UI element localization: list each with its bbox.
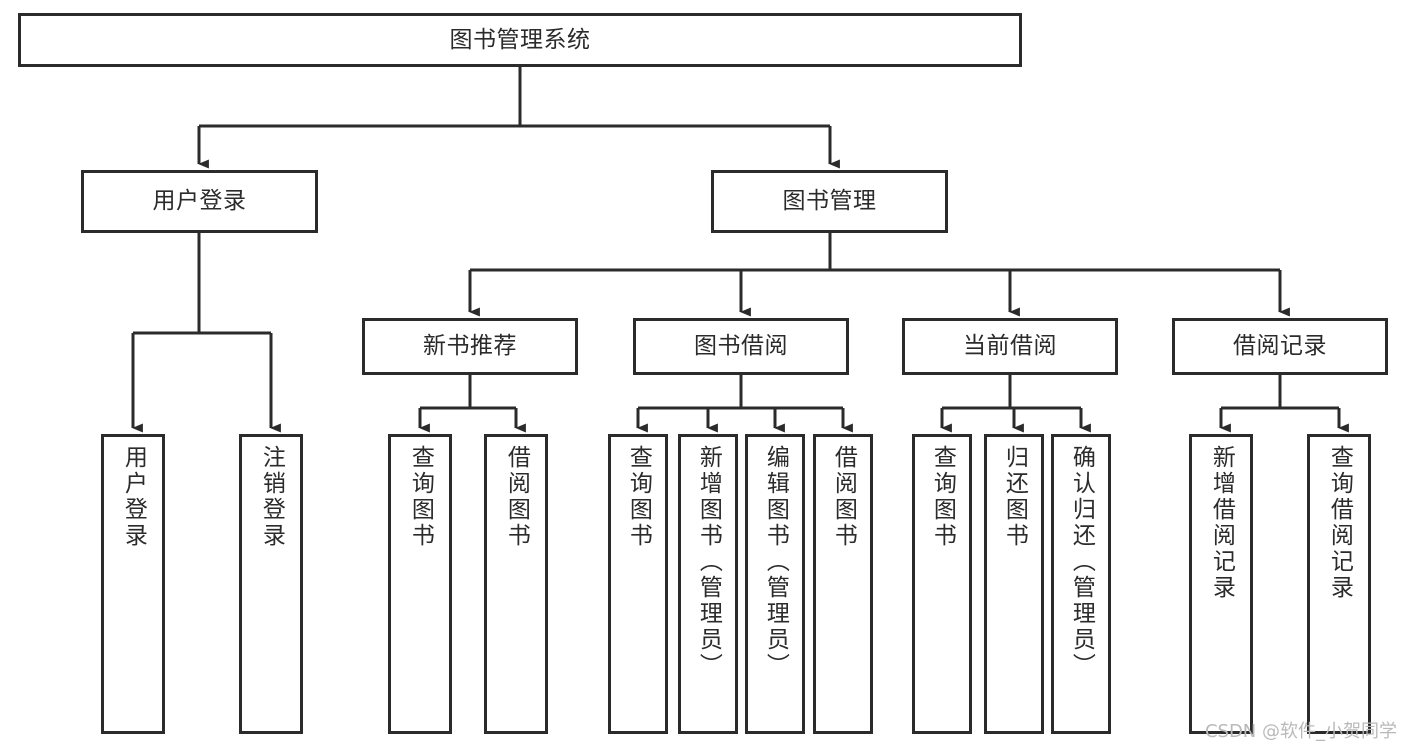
node-leaf-query-book-3[interactable]: 查询图书: [912, 434, 972, 734]
node-leaf-user-login[interactable]: 用户登录: [101, 434, 165, 734]
node-leaf-logout-login[interactable]: 注销登录: [239, 434, 303, 734]
node-borrow-record[interactable]: 借阅记录: [1172, 318, 1388, 375]
node-leaf-return-book-label: 归还图书: [1001, 445, 1028, 549]
node-leaf-query-book-2-label: 查询图书: [625, 445, 652, 549]
node-book-manage[interactable]: 图书管理: [711, 170, 948, 233]
node-leaf-query-record[interactable]: 查询借阅记录: [1307, 434, 1371, 734]
node-leaf-query-book-1-label: 查询图书: [407, 445, 434, 549]
node-leaf-confirm-return-label: 确认归还（管理员）: [1068, 445, 1095, 679]
node-root-label: 图书管理系统: [449, 26, 591, 53]
node-book-borrow-label: 图书借阅: [694, 333, 788, 360]
node-leaf-borrow-book-1-label: 借阅图书: [503, 445, 530, 549]
node-borrow-record-label: 借阅记录: [1233, 333, 1327, 360]
node-root[interactable]: 图书管理系统: [18, 13, 1022, 67]
watermark-text: CSDN @软件_小贺同学: [1204, 721, 1397, 742]
node-new-book-rec-label: 新书推荐: [423, 333, 517, 360]
node-user-login[interactable]: 用户登录: [81, 170, 318, 233]
node-leaf-return-book[interactable]: 归还图书: [984, 434, 1044, 734]
node-book-borrow[interactable]: 图书借阅: [633, 318, 849, 375]
node-leaf-query-record-label: 查询借阅记录: [1326, 445, 1353, 601]
node-leaf-edit-book[interactable]: 编辑图书（管理员）: [745, 434, 805, 734]
node-leaf-borrow-book-1[interactable]: 借阅图书: [484, 434, 548, 734]
node-leaf-add-book-label: 新增图书（管理员）: [695, 445, 722, 679]
node-book-manage-label: 图书管理: [782, 188, 877, 215]
node-current-borrow[interactable]: 当前借阅: [902, 318, 1118, 375]
node-current-borrow-label: 当前借阅: [963, 333, 1057, 360]
node-leaf-borrow-book-2-label: 借阅图书: [830, 445, 857, 549]
node-leaf-user-login-label: 用户登录: [120, 445, 147, 549]
node-leaf-edit-book-label: 编辑图书（管理员）: [762, 445, 789, 679]
node-user-login-label: 用户登录: [152, 188, 247, 215]
node-leaf-query-book-1[interactable]: 查询图书: [388, 434, 452, 734]
node-leaf-confirm-return[interactable]: 确认归还（管理员）: [1051, 434, 1111, 734]
node-leaf-add-record-label: 新增借阅记录: [1208, 445, 1235, 601]
node-leaf-query-book-3-label: 查询图书: [929, 445, 956, 549]
node-new-book-rec[interactable]: 新书推荐: [362, 318, 578, 375]
node-leaf-add-record[interactable]: 新增借阅记录: [1189, 434, 1253, 734]
node-leaf-logout-login-label: 注销登录: [258, 445, 285, 549]
node-leaf-query-book-2[interactable]: 查询图书: [608, 434, 668, 734]
node-leaf-add-book[interactable]: 新增图书（管理员）: [678, 434, 738, 734]
node-leaf-borrow-book-2[interactable]: 借阅图书: [813, 434, 873, 734]
